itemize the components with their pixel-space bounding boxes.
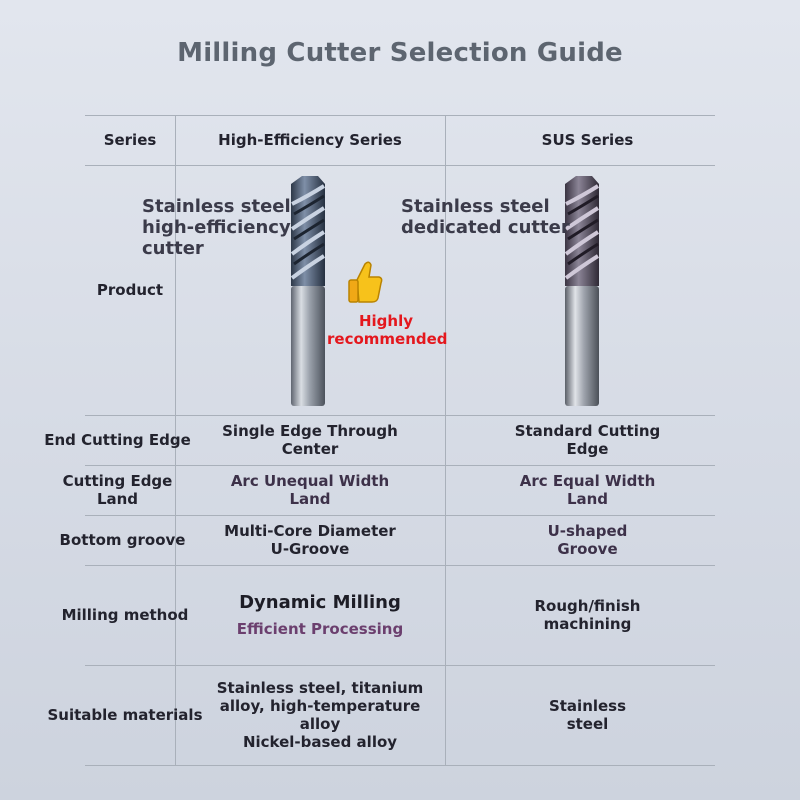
row-label-product: Product [96, 281, 164, 299]
table-border-bottom [85, 765, 715, 766]
page-title: Milling Cutter Selection Guide [177, 38, 623, 68]
row-divider [85, 515, 715, 516]
row-divider [85, 465, 715, 466]
row-label-end-cutting-edge: End Cutting Edge [44, 431, 191, 449]
milling-method-high-efficiency: Dynamic Milling Efficient Processing [236, 592, 404, 638]
column-divider [175, 115, 176, 765]
thumbs-up-icon [348, 261, 383, 303]
product-desc-sus: Stainless steel dedicated cutter [401, 196, 570, 238]
row-divider [85, 165, 715, 166]
row-divider [85, 565, 715, 566]
row-label-bottom-groove: Bottom groove [59, 531, 186, 549]
header-sus: SUS Series [541, 131, 634, 149]
row-divider [85, 415, 715, 416]
header-high-efficiency: High-Efficiency Series [218, 131, 402, 149]
table-border-top [85, 115, 715, 116]
end-mill-purple-image [564, 176, 600, 406]
row-label-cutting-edge-land: Cutting Edge Land [62, 472, 173, 508]
highly-recommended-badge: Highly recommended [327, 312, 448, 348]
end-mill-blue-image [290, 176, 326, 406]
column-divider [445, 115, 446, 765]
row-label-milling-method: Milling method [61, 606, 189, 624]
header-series-label: Series [103, 131, 157, 149]
product-desc-high-efficiency: Stainless steel high-efficiency cutter [142, 196, 291, 259]
row-label-suitable-materials: Suitable materials [47, 706, 203, 724]
row-divider [85, 665, 715, 666]
